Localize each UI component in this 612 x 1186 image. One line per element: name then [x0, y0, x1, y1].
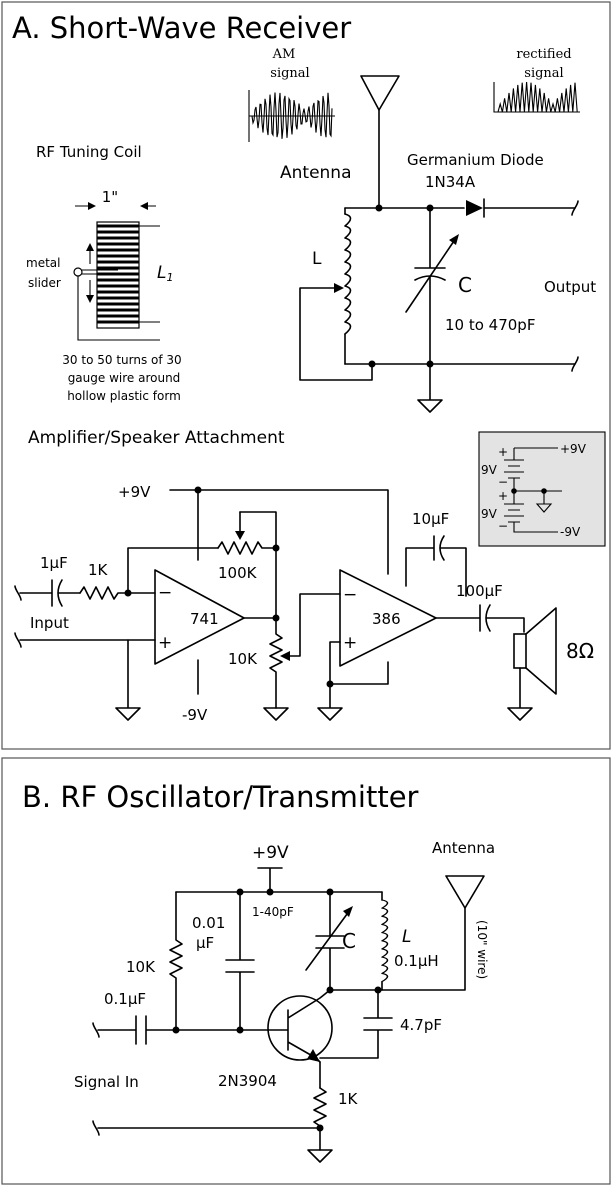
inset-minus-1: −	[498, 475, 508, 489]
amplifier-title: Amplifier/Speaker Attachment	[28, 428, 285, 448]
emitter-resistor-label: 1K	[338, 1090, 359, 1108]
feedback-cap-label: 10µF	[412, 510, 449, 528]
inset-pos9-label: +9V	[560, 442, 587, 456]
battery-supply-inset: +9V -9V 9V 9V + − + −	[478, 431, 606, 547]
coil-width-label: 1"	[102, 188, 118, 206]
opamp2-label: 386	[372, 610, 401, 628]
receiver-circuit: Antenna Germanium Diode 1N34A L C 10 to …	[280, 75, 596, 413]
inset-battery2-label: 9V	[481, 507, 498, 521]
rectified-wave-path	[497, 81, 578, 113]
rectified-signal-waveform: rectified signal	[493, 47, 580, 113]
opamp1-label: 741	[190, 610, 219, 628]
inductor-l-label: L	[402, 927, 411, 947]
opamp1-minus: −	[158, 583, 172, 603]
coil-note-line2: gauge wire around	[68, 371, 181, 385]
osc-antenna-symbol	[445, 875, 485, 909]
slider-label-line1: metal	[26, 256, 60, 270]
speaker-symbol	[513, 633, 527, 669]
pot-label: 10K	[228, 650, 258, 668]
antenna-wire-note: (10" wire)	[475, 920, 489, 979]
signal-in-label: Signal In	[74, 1073, 139, 1091]
trimmer-c-label: C	[342, 929, 356, 953]
am-label-line1: AM	[272, 47, 296, 62]
am-wave-path	[251, 92, 333, 139]
output-cap-label: 100µF	[456, 582, 503, 600]
opamp-741-symbol	[154, 569, 245, 665]
section-b-transmitter: B. RF Oscillator/Transmitter +9V 10K 0.0…	[1, 757, 611, 1185]
inset-battery1-label: 9V	[481, 463, 498, 477]
amp-pos9-label: +9V	[118, 483, 151, 501]
receiver-antenna-symbol	[360, 75, 400, 111]
transistor-label: 2N3904	[218, 1072, 277, 1090]
diode-label-line2: 1N34A	[425, 173, 476, 191]
osc-antenna-label: Antenna	[432, 839, 495, 857]
inductor-label: L	[312, 249, 322, 269]
input-label: Input	[30, 614, 69, 632]
trimmer-label: 1-40pF	[252, 905, 294, 919]
input-cap-label-b: 0.1µF	[104, 990, 146, 1008]
section-b-title: B. RF Oscillator/Transmitter	[22, 780, 419, 814]
inset-plus-2: +	[498, 489, 508, 503]
bias-resistor-label: 10K	[126, 958, 156, 976]
coil-title: RF Tuning Coil	[36, 143, 142, 161]
coil-note-line1: 30 to 50 turns of 30	[62, 353, 181, 367]
osc-pos9-label: +9V	[252, 843, 289, 863]
rf-tuning-coil-drawing: RF Tuning Coil 1" metal slider L1 30 to …	[26, 143, 182, 403]
speaker-label: 8Ω	[566, 639, 594, 663]
inset-minus-2: −	[498, 519, 508, 533]
antenna-label: Antenna	[280, 163, 352, 183]
am-signal-waveform: AM signal	[248, 47, 335, 142]
capacitor-label: C	[458, 273, 472, 297]
opamp1-plus: +	[158, 633, 172, 653]
output-label: Output	[544, 278, 596, 296]
germanium-diode-symbol	[466, 200, 483, 216]
inset-plus-1: +	[498, 445, 508, 459]
rectified-label-line2: signal	[524, 66, 563, 81]
opamp-386-symbol	[339, 569, 437, 667]
opamp2-minus: −	[343, 585, 357, 605]
feedback-resistor-label: 100K	[218, 564, 258, 582]
amp-neg9-label: -9V	[182, 706, 208, 724]
rectified-label-line1: rectified	[516, 47, 571, 62]
inductor-value-label: 0.1µH	[394, 952, 439, 970]
coil-note-line3: hollow plastic form	[67, 389, 181, 403]
amplifier-speaker-circuit: Amplifier/Speaker Attachment +9V 100K 1µ…	[14, 428, 594, 724]
opamp2-plus: +	[343, 633, 357, 653]
section-a-receiver: A. Short-Wave Receiver AM signal rectifi…	[1, 1, 611, 750]
inset-neg9-label: -9V	[560, 525, 581, 539]
input-resistor-label: 1K	[88, 561, 109, 579]
cap001-label-b: µF	[196, 934, 214, 952]
am-label-line2: signal	[270, 66, 309, 81]
diode-label-line1: Germanium Diode	[407, 151, 544, 169]
section-a-title: A. Short-Wave Receiver	[12, 11, 351, 45]
panel-a-border	[1, 1, 611, 750]
slider-label-line2: slider	[28, 276, 61, 290]
panel-b-border	[1, 757, 611, 1185]
fb-cap-label: 4.7pF	[400, 1016, 442, 1034]
transistor-2n3904-symbol	[267, 995, 333, 1061]
capacitor-range-label: 10 to 470pF	[445, 316, 535, 334]
input-cap-label: 1µF	[40, 554, 68, 572]
coil-ref-label: L1	[157, 263, 173, 284]
cap001-label-a: 0.01	[192, 914, 225, 932]
